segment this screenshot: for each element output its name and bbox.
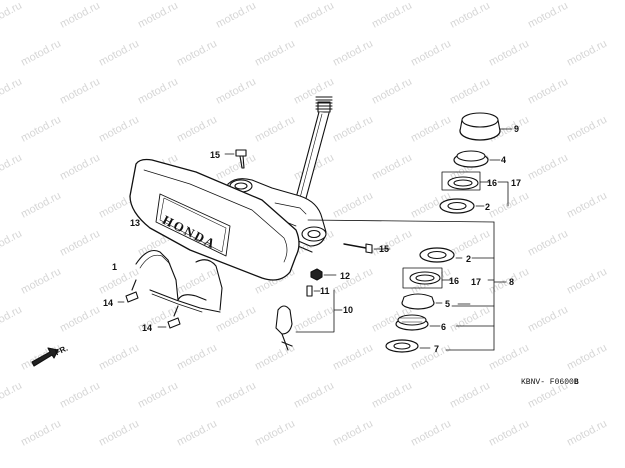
part-label-10: 10 [343, 305, 354, 315]
part-label-17-lower: 17 [471, 277, 482, 287]
part-label-4: 4 [501, 155, 507, 165]
bracket-1 [135, 249, 223, 313]
bolt-15-top [224, 149, 247, 169]
bolt-11 [306, 285, 321, 297]
part-label-9: 9 [514, 124, 520, 134]
race-7 [385, 339, 431, 353]
dust-seal-5 [401, 293, 443, 310]
dust-seal-9 [459, 112, 513, 141]
part-label-7: 7 [434, 344, 440, 354]
front-direction-arrow [31, 347, 59, 367]
part-label-15-top: 15 [210, 150, 221, 160]
nut-4 [453, 150, 501, 168]
figure-code: KBNV- F0600B [521, 378, 579, 387]
part-label-15-right: 15 [379, 244, 390, 254]
part-label-11: 11 [320, 286, 330, 296]
race-2-lower [419, 247, 463, 263]
part-label-2-upper: 2 [485, 202, 491, 212]
leader-lines [307, 219, 507, 351]
emblem-cover [129, 158, 300, 281]
cable-clamp-10 [275, 289, 343, 351]
bearing-16-lower [402, 267, 453, 289]
part-label-17-upper: 17 [511, 178, 522, 188]
bolt-14-upper [117, 279, 139, 303]
part-label-1: 1 [112, 262, 118, 272]
race-2-upper [439, 198, 485, 214]
figure-code-suffix: B [573, 378, 579, 387]
bearing-6 [395, 314, 441, 331]
part-label-14-lower: 14 [142, 323, 153, 333]
bearing-16-upper [441, 171, 481, 191]
part-label-13: 13 [130, 218, 141, 228]
nut-12 [310, 268, 337, 281]
part-label-6: 6 [441, 322, 447, 332]
part-label-8: 8 [509, 277, 515, 287]
part-label-16-upper: 16 [487, 178, 498, 188]
part-label-12: 12 [340, 271, 351, 281]
part-label-2-lower: 2 [466, 254, 472, 264]
part-label-5: 5 [445, 299, 451, 309]
bolt-14-lower [157, 305, 181, 329]
figure-code-main: KBNV- F0600 [521, 378, 574, 387]
part-label-14-upper: 14 [103, 298, 114, 308]
bolt-15-right [343, 243, 391, 254]
part-label-16-lower: 16 [449, 276, 460, 286]
